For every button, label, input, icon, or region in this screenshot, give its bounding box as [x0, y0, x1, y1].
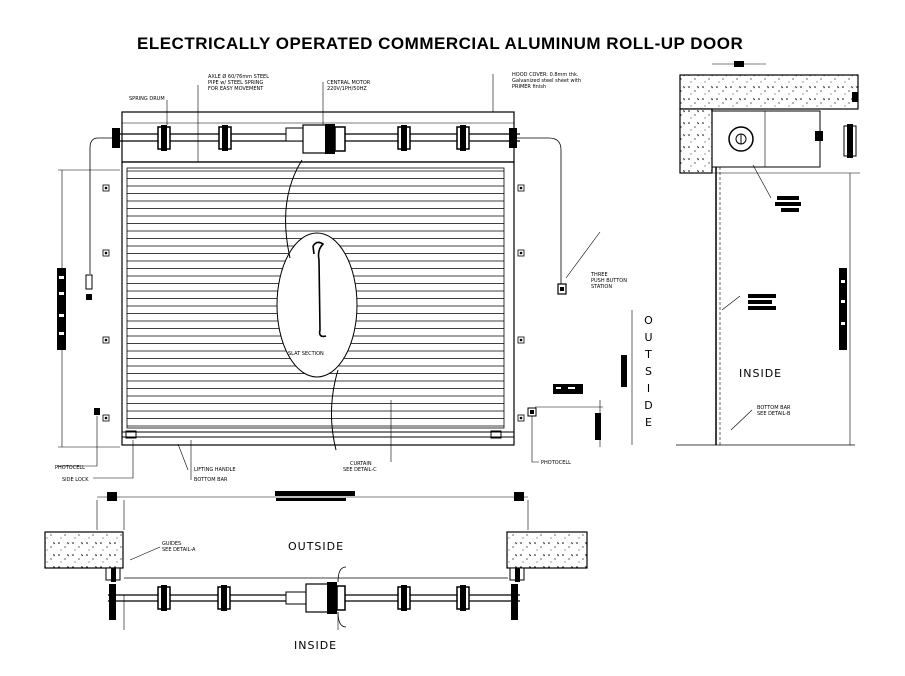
- section-inside-label: INSIDE: [739, 367, 782, 380]
- slat-section-label: SLAT SECTION: [288, 351, 324, 357]
- plan-inside-label: INSIDE: [294, 639, 337, 652]
- drawing-title: ELECTRICALLY OPERATED COMMERCIAL ALUMINU…: [137, 34, 743, 53]
- central-motor: [285, 124, 346, 154]
- guide-bolt-center: [104, 251, 108, 255]
- plan-spring-drum-2: [217, 585, 231, 611]
- guide-bolt-center: [104, 186, 108, 190]
- guide-bolt-center: [519, 338, 523, 342]
- guide-bolt-center: [104, 338, 108, 342]
- guide-bolt-center: [519, 186, 523, 190]
- right-bracket: [509, 128, 517, 148]
- lifting-handle-label: LIFTING HANDLE: [194, 467, 236, 473]
- plan-view: GUIDES SEE DETAIL-A OUTSIDE INSIDE: [44, 491, 588, 652]
- spring-drum-2: [218, 125, 232, 151]
- curtain-label-1: CURTAIN: [350, 461, 372, 467]
- plan-motor: [285, 582, 346, 614]
- left-bracket: [112, 128, 120, 148]
- plan-spring-drum-4: [456, 585, 470, 611]
- hood-label-1: HOOD COVER: 0.8mm thk.: [512, 72, 579, 78]
- guides-label-2: SEE DETAIL-A: [162, 547, 196, 553]
- photocell-left-label: PHOTOCELL: [55, 465, 85, 471]
- push-button-label-1: THREE: [590, 272, 608, 278]
- hood-label-2: Galvanized steel sheet with: [512, 78, 581, 84]
- plan-spring-drum-1: [157, 585, 171, 611]
- guides-label-1: GUIDES: [162, 541, 181, 547]
- photocell-left: [94, 408, 100, 415]
- height-dimension-text: [57, 268, 66, 350]
- hood-label-3: PRIMER finish: [512, 84, 546, 90]
- push-button-label-2: PUSH BUTTON: [591, 278, 627, 284]
- side-lock-label: SIDE LOCK: [62, 477, 89, 483]
- lintel-concrete: [679, 74, 859, 110]
- section-bottom-bar-label-2: SEE DETAIL-B: [757, 411, 791, 417]
- hood-box-section: [711, 110, 821, 168]
- bottom-bar-label: BOTTOM BAR: [194, 477, 228, 483]
- door-frame: [121, 161, 515, 446]
- motor-label-1: CENTRAL MOTOR: [327, 80, 371, 86]
- plan-spring-drum-3: [397, 585, 411, 611]
- section-bottom-bar-label-1: BOTTOM BAR: [757, 405, 791, 411]
- motor-label-2: 220V/1PH/50HZ: [327, 86, 367, 92]
- plan-outside-label: OUTSIDE: [288, 540, 344, 553]
- spring-drum-3: [397, 125, 411, 151]
- curtain: [126, 167, 505, 429]
- curtain-label-2: SEE DETAIL-C: [343, 467, 377, 473]
- axle-label-1: AXLE Ø 60/76mm STEEL: [208, 73, 269, 80]
- guide-bolt-center: [519, 416, 523, 420]
- spring-drum-4: [456, 125, 470, 151]
- photocell-right-label: PHOTOCELL: [541, 460, 571, 466]
- guide-bolt-center: [519, 251, 523, 255]
- axle-label-2: PIPE w/ STEEL SPRING: [208, 80, 263, 86]
- plan-right-wall: [506, 531, 588, 569]
- guide-bolts: [102, 184, 525, 422]
- spring-drum-label: SPRING DRUM: [129, 96, 165, 102]
- guide-bolt-center: [104, 416, 108, 420]
- wall-concrete: [679, 108, 713, 174]
- push-button-label-3: STATION: [591, 284, 612, 290]
- front-elevation: SLAT SECTION SPRING DR: [55, 72, 627, 483]
- spring-drum-1: [157, 125, 171, 151]
- slat-section-callout: [276, 232, 358, 378]
- plan-left-wall: [44, 531, 124, 569]
- axle-label-3: FOR EASY MOVEMENT: [208, 86, 264, 92]
